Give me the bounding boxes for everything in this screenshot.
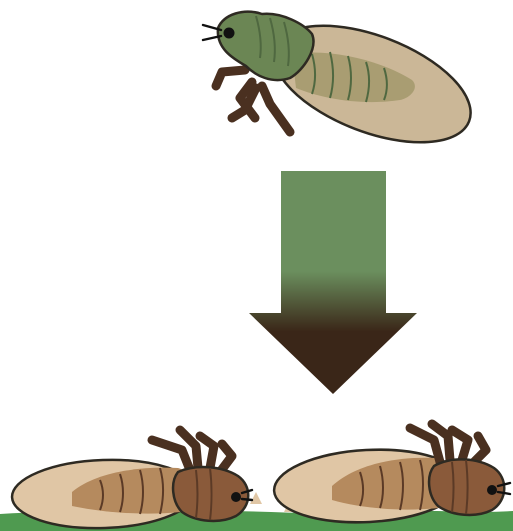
transition-arrow	[249, 171, 417, 394]
dead-insect-1-eye	[231, 492, 241, 502]
dead-insect-1	[11, 430, 252, 531]
arrow-shape	[249, 171, 417, 394]
live-leg-1	[216, 70, 245, 86]
live-leg-3	[262, 86, 290, 132]
dead-insect-2	[272, 424, 510, 527]
live-insect	[203, 2, 486, 166]
dead-insect-2-eye	[487, 485, 497, 495]
live-insect-eye	[224, 28, 235, 39]
